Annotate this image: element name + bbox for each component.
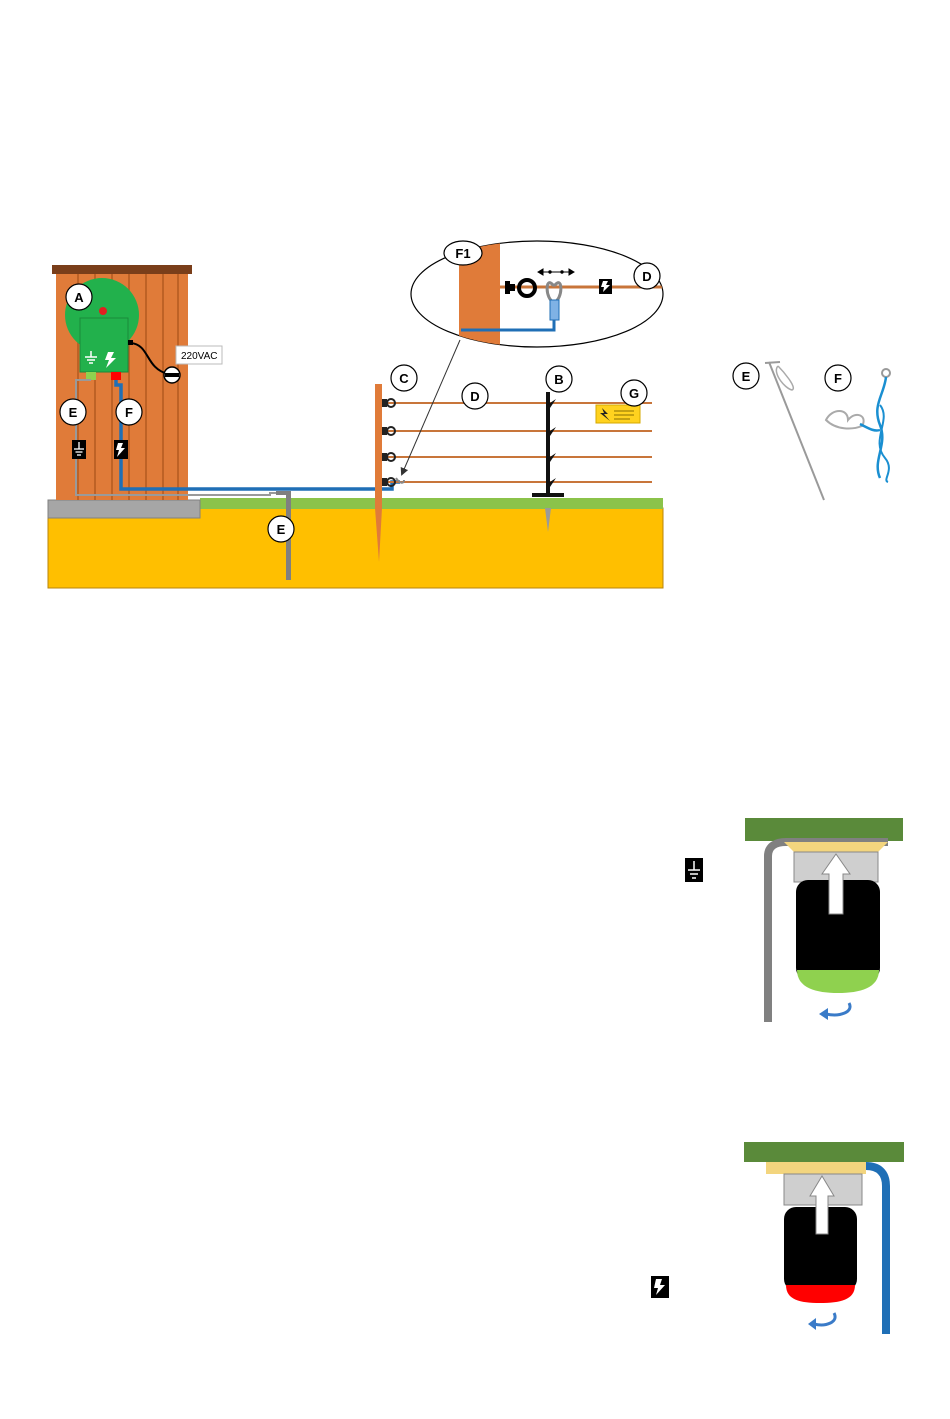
rotate-arrow-icon-fence bbox=[814, 1313, 835, 1325]
mains-plug bbox=[164, 367, 180, 383]
svg-text:F: F bbox=[125, 405, 133, 420]
ground-symbol-icon bbox=[685, 858, 703, 882]
callout-E-part: E bbox=[733, 363, 759, 389]
svg-text:F: F bbox=[834, 371, 842, 386]
ground-terminal-detail bbox=[685, 818, 903, 1022]
fence-terminal bbox=[111, 372, 121, 380]
svg-text:G: G bbox=[629, 386, 639, 401]
component-pictures: E F bbox=[733, 362, 890, 500]
svg-text:D: D bbox=[642, 269, 651, 284]
callout-F-part: F bbox=[825, 365, 851, 391]
ground-rod-picture bbox=[765, 362, 824, 500]
fence-label-box bbox=[114, 440, 128, 459]
callout-C: C bbox=[391, 365, 417, 391]
svg-text:E: E bbox=[69, 405, 78, 420]
detail-pointer bbox=[402, 340, 460, 474]
callout-A: A bbox=[66, 284, 92, 310]
rotate-arrow-icon-ground bbox=[826, 1003, 850, 1015]
svg-text:E: E bbox=[277, 522, 286, 537]
soil bbox=[48, 508, 663, 588]
callout-G: G bbox=[621, 380, 647, 406]
svg-text:A: A bbox=[74, 290, 84, 305]
callout-F1: F1 bbox=[444, 241, 482, 265]
svg-text:D: D bbox=[470, 389, 479, 404]
callout-D: D bbox=[462, 383, 488, 409]
callout-D-detail: D bbox=[634, 263, 660, 289]
ground-label-box bbox=[72, 440, 86, 459]
svg-text:E: E bbox=[742, 369, 751, 384]
svg-text:C: C bbox=[399, 371, 409, 386]
callout-F-building: F bbox=[116, 399, 142, 425]
insulators bbox=[382, 399, 404, 486]
ground-terminal bbox=[86, 372, 96, 380]
lightning-bolt-icon bbox=[651, 1276, 669, 1298]
fence-terminal-detail bbox=[651, 1142, 904, 1334]
mains-label: 220VAC bbox=[181, 351, 218, 362]
svg-text:B: B bbox=[554, 372, 563, 387]
grass-strip bbox=[200, 498, 663, 509]
concrete-slab bbox=[48, 500, 200, 518]
callout-E-building: E bbox=[60, 399, 86, 425]
svg-text:F1: F1 bbox=[455, 246, 470, 261]
energizer-indicator-light bbox=[99, 307, 107, 315]
callout-E-soil: E bbox=[268, 516, 294, 542]
warning-sign bbox=[596, 405, 640, 423]
callout-B: B bbox=[546, 366, 572, 392]
